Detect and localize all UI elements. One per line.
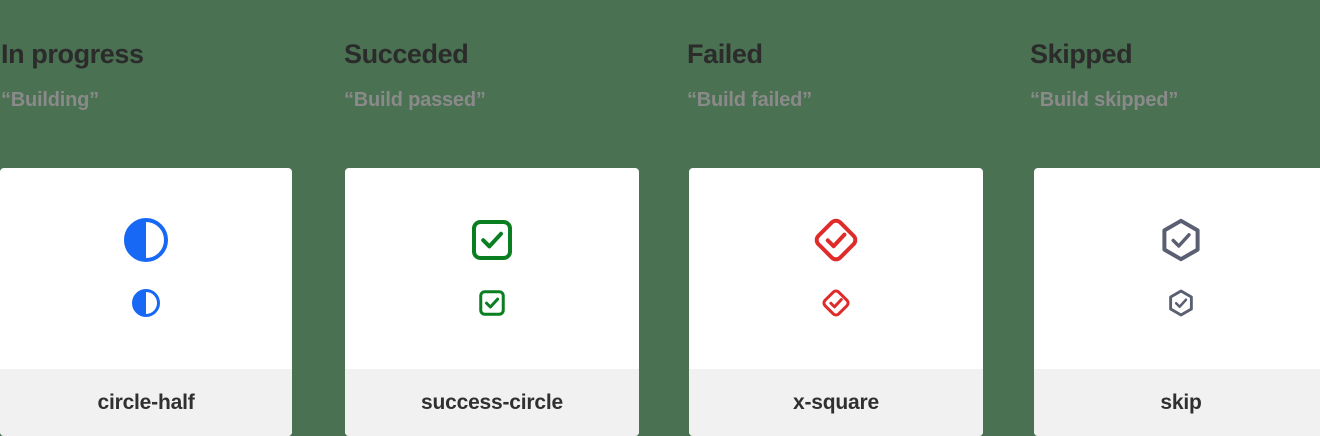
column-header: In progress “Building” <box>0 0 341 111</box>
status-column-failed: Failed “Build failed” <box>686 0 1027 436</box>
column-header: Skipped “Build skipped” <box>1029 0 1320 111</box>
column-header: Failed “Build failed” <box>686 0 1027 111</box>
success-circle-icon-small <box>477 288 507 318</box>
status-title: Succeded <box>344 39 469 69</box>
status-quote: “Build passed” <box>344 89 486 111</box>
icon-name-label: circle-half <box>97 390 195 414</box>
icon-preview-area <box>345 168 639 369</box>
icon-preview-area <box>689 168 983 369</box>
skip-icon <box>1157 216 1205 264</box>
success-circle-icon <box>468 216 516 264</box>
status-column-skipped: Skipped “Build skipped” <box>1029 0 1320 436</box>
circle-half-icon <box>122 216 170 264</box>
icon-name-footer: x-square <box>689 369 983 436</box>
icon-card-skip[interactable]: skip <box>1034 168 1320 436</box>
skip-icon-small <box>1166 288 1196 318</box>
icon-name-footer: circle-half <box>0 369 292 436</box>
status-title: Failed <box>687 39 763 69</box>
x-square-icon <box>812 216 860 264</box>
column-header: Succeded “Build passed” <box>343 0 684 111</box>
status-quote: “Building” <box>1 89 99 111</box>
icon-card-x-square[interactable]: x-square <box>689 168 983 436</box>
status-quote: “Build skipped” <box>1030 89 1179 111</box>
x-square-icon-small <box>821 288 851 318</box>
icon-card-success-circle[interactable]: success-circle <box>345 168 639 436</box>
status-column-in-progress: In progress “Building” <box>0 0 341 436</box>
icon-name-label: success-circle <box>421 390 563 414</box>
status-title: Skipped <box>1030 39 1133 69</box>
icon-card-circle-half[interactable]: circle-half <box>0 168 292 436</box>
icon-name-label: x-square <box>793 390 879 414</box>
icon-name-footer: success-circle <box>345 369 639 436</box>
icon-preview-area <box>0 168 292 369</box>
status-quote: “Build failed” <box>687 89 812 111</box>
status-title: In progress <box>1 39 144 69</box>
status-column-succeded: Succeded “Build passed” <box>343 0 684 436</box>
icon-preview-area <box>1034 168 1320 369</box>
circle-half-icon-small <box>131 288 161 318</box>
icon-name-footer: skip <box>1034 369 1320 436</box>
icon-name-label: skip <box>1160 390 1202 414</box>
